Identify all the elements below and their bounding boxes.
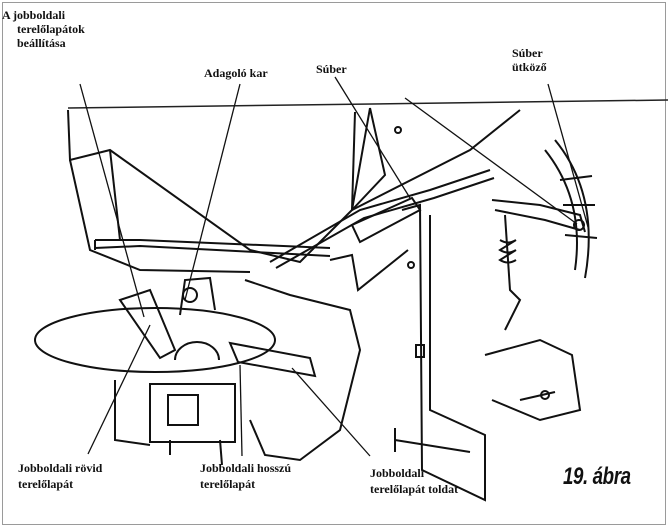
label-line: terelőlapátok — [17, 22, 85, 36]
label-line: terelőlapát — [18, 477, 74, 491]
spreader-disc — [34, 276, 471, 466]
figure-caption: 19. ábra — [563, 463, 631, 490]
leader-lines — [79, 76, 589, 457]
gearbox-post — [244, 196, 486, 502]
label-line: A jobboldali — [2, 8, 66, 22]
label-shutter: Súber — [316, 62, 347, 76]
label-right-deflector-extension: Jobboldali terelőlapát toldat — [370, 465, 458, 497]
label-line: beállítása — [17, 36, 66, 50]
label-feed-lever: Adagoló kar — [204, 66, 268, 80]
label-right-long-deflector: Jobboldali hosszú terelőlapát — [200, 460, 291, 492]
label-right-short-deflector: Jobboldali rövid terelőlapát — [18, 460, 102, 492]
label-line: Jobboldali rövid — [18, 461, 103, 475]
label-right-deflector-setting: A jobboldali terelőlapátok beállítása — [2, 8, 85, 50]
photo-border — [67, 99, 669, 109]
label-line: Jobboldali hosszú — [200, 461, 292, 475]
frame-rails — [94, 169, 495, 269]
label-line: Súber — [512, 46, 543, 60]
label-line: terelőlapát toldat — [370, 482, 459, 496]
label-line: terelőlapát — [200, 477, 256, 491]
label-line: ütköző — [512, 60, 547, 74]
shutter-arm — [484, 139, 598, 422]
label-line: Jobboldali — [370, 466, 425, 480]
label-shutter-stop: Súber ütköző — [512, 46, 547, 74]
figure-frame — [2, 2, 666, 525]
